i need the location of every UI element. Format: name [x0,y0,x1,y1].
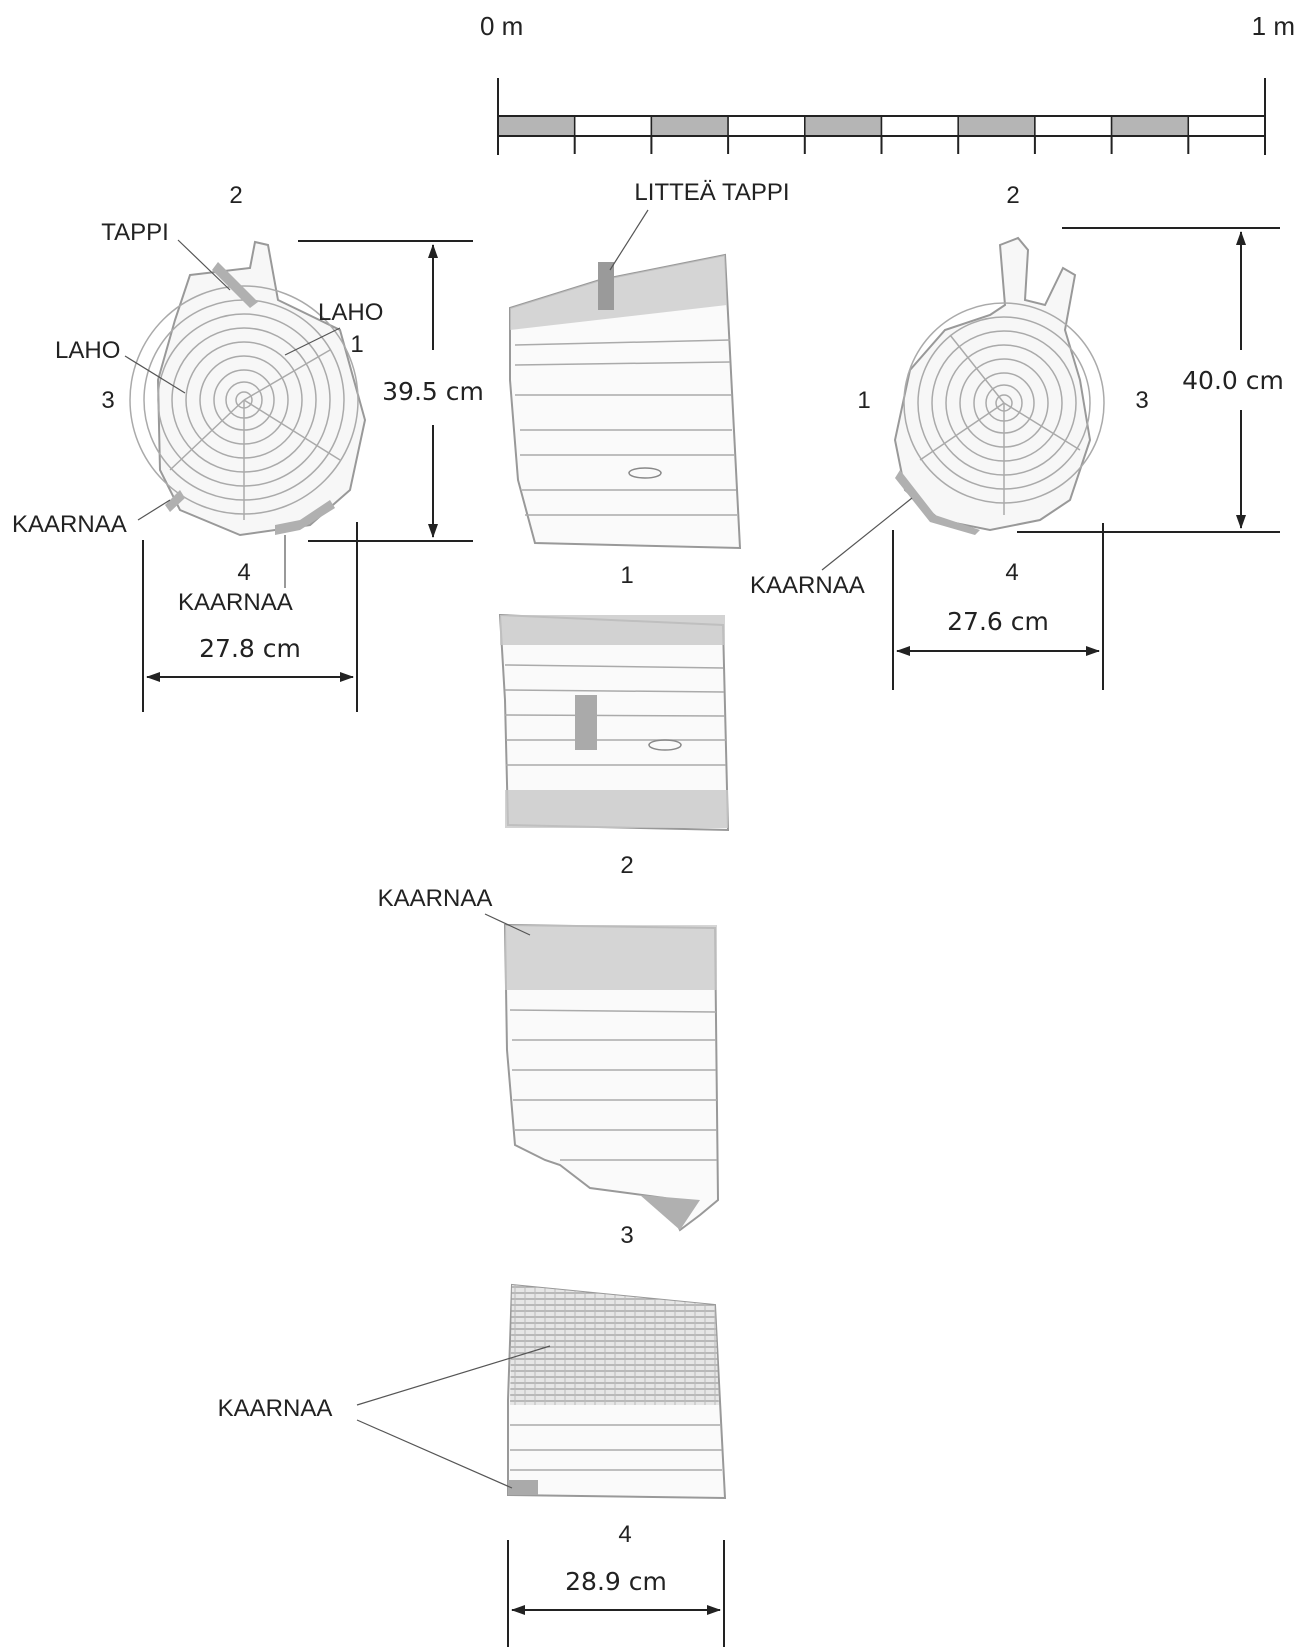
face-1-number: 1 [620,562,633,589]
scale-segment [573,115,653,137]
laho-label-right: LAHO [318,299,383,326]
log-cross-section-left [156,240,367,537]
face-2-number: 2 [620,852,633,879]
growth-rings-right [903,302,1105,515]
face-1-drawing: LITTEÄ TAPPI 1 [509,179,790,589]
laho-label-left: LAHO [55,337,120,364]
scale-segment [497,115,576,137]
face-4-width-dimension: 28.9 cm [565,1567,667,1596]
growth-rings-left [129,285,359,520]
end-view-right: 2 1 3 4 KAARNAA 40.0 cm 27.6 cm [750,182,1284,690]
right-height-dimension: 40.0 cm [1182,366,1284,395]
left-side-3: 3 [101,387,114,414]
kaarnaa-label-right-view: KAARNAA [750,572,865,599]
left-height-dimension: 39.5 cm [382,377,484,406]
face-4-number: 4 [618,1521,631,1548]
left-width-dimension: 27.8 cm [199,634,301,663]
end-view-left: 2 3 1 4 TAPPI LAHO LAHO KAARNAA KAARNAA … [12,182,484,712]
face-3-kaarnaa-label: KAARNAA [378,885,493,912]
right-side-4: 4 [1005,559,1018,586]
litteä-tappi-label: LITTEÄ TAPPI [634,179,789,206]
right-side-2: 2 [1006,182,1019,209]
left-side-2: 2 [229,182,242,209]
scale-segment [1187,115,1266,137]
scale-segment [957,115,1036,137]
left-side-1: 1 [350,331,363,358]
scale-segment [650,115,729,137]
left-side-4: 4 [237,559,250,586]
tappi-label: TAPPI [101,219,169,246]
face-4-drawing: KAARNAA 4 28.9 cm [218,1283,727,1647]
kaarnaa-label-bottom: KAARNAA [178,589,293,616]
face-3-drawing: KAARNAA 3 [378,885,720,1249]
right-width-dimension: 27.6 cm [947,607,1049,636]
face-4-kaarnaa-label: KAARNAA [218,1395,333,1422]
scale-segment [1110,115,1190,137]
scale-segment [727,115,806,137]
face-2-drawing: 2 [498,613,730,879]
kaarnaa-label-left: KAARNAA [12,511,127,538]
scale-bar: 0 m 1 m [480,11,1295,155]
scale-segment [880,115,959,137]
scale-segment [1034,115,1113,137]
right-side-3: 3 [1135,387,1148,414]
right-side-1: 1 [857,387,870,414]
scale-segment [804,115,883,137]
scale-end-label: 1 m [1252,11,1295,41]
scale-start-label: 0 m [480,11,523,41]
face-3-number: 3 [620,1222,633,1249]
